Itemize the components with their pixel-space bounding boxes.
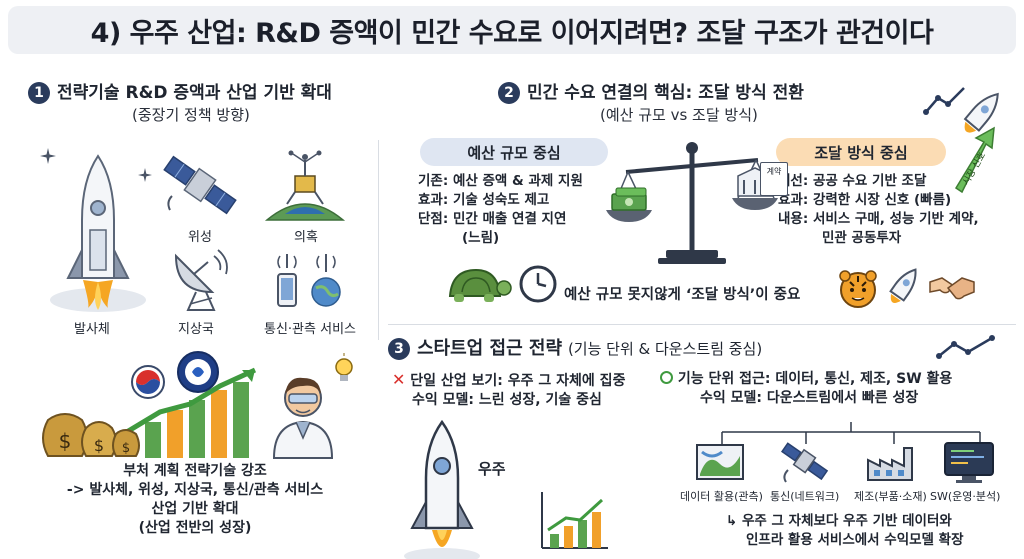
svg-text:$: $ bbox=[122, 441, 130, 456]
exploration-label: 의혹 bbox=[294, 230, 318, 245]
single-industry-line: 단일 산업 보기: 우주 그 자체에 집중 bbox=[410, 373, 626, 389]
fast-growth-line: 수익 모델: 다운스트림에서 빠른 성장 bbox=[700, 390, 919, 406]
rocket-icon bbox=[50, 154, 146, 312]
budget-description: 기존: 예산 증액 & 과제 지원 효과: 기술 성숙도 제고 단점: 민간 매… bbox=[418, 172, 583, 248]
scientist-icon bbox=[272, 377, 334, 459]
procurement-line-1: 개선: 공공 수요 기반 조달 bbox=[778, 173, 927, 189]
factory-icon bbox=[867, 447, 913, 481]
section1-number: 1 bbox=[28, 82, 50, 104]
satellite-label: 위성 bbox=[188, 230, 212, 245]
section1-summary: 부처 계획 전략기술 강조 -> 발사체, 위성, 지상국, 통신/관측 서비스… bbox=[30, 462, 360, 538]
data-usage-label: 데이터 활용(관측) bbox=[680, 490, 763, 503]
growth-chart-icon: $ $ $ bbox=[42, 367, 257, 458]
section2-number: 2 bbox=[498, 82, 520, 104]
page-title: 4) 우주 산업: R&D 증액이 민간 수요로 이어지려면? 조달 구조가 관… bbox=[90, 17, 934, 49]
map-data-icon bbox=[696, 444, 744, 480]
summary-line-1: 부처 계획 전략기술 강조 bbox=[123, 463, 267, 479]
software-label: SW(운영·분석) bbox=[930, 490, 1001, 503]
space-rocket-icon bbox=[404, 419, 480, 559]
clock-icon bbox=[519, 265, 557, 303]
vertical-divider bbox=[378, 140, 379, 340]
satellite-icon bbox=[163, 155, 237, 215]
lightbulb-icon bbox=[335, 353, 353, 381]
section3-title: 3 스타트업 접근 전략 (기능 단위 & 다운스트림 중심) bbox=[388, 334, 762, 360]
market-signal-arrow-icon: 시장 신호 bbox=[954, 126, 995, 194]
trend-line-icon bbox=[936, 335, 995, 359]
ground-station-label: 지상국 bbox=[178, 322, 214, 337]
section3-conclusion: ↳ 우주 그 자체보다 우주 기반 데이터와 인프라 활용 서비스에서 수익모델… bbox=[726, 512, 964, 550]
horizontal-divider bbox=[388, 324, 1016, 325]
comm-service-label: 통신·관측 서비스 bbox=[264, 322, 356, 337]
section3-number: 3 bbox=[388, 338, 410, 360]
summary-line-4: (산업 전반의 성장) bbox=[138, 520, 252, 536]
section1-title-text: 전략기술 R&D 증액과 산업 기반 확대 bbox=[57, 83, 332, 103]
network-label: 통신(네트워크) bbox=[770, 490, 840, 503]
network-satellite-icon bbox=[781, 442, 829, 483]
conclusion-line-2: 인프라 활용 서비스에서 수익모델 확장 bbox=[746, 532, 964, 548]
x-mark-icon: ✕ bbox=[392, 370, 406, 389]
budget-line-4: (느림) bbox=[462, 230, 500, 246]
rocket-launch-icon bbox=[889, 268, 917, 303]
emblem-icon bbox=[131, 365, 165, 399]
growth-line-icon bbox=[923, 87, 965, 115]
rocket-small-icon bbox=[963, 92, 999, 133]
circle-mark-icon bbox=[660, 371, 673, 384]
budget-line-3: 단점: 민간 매출 연결 지연 bbox=[418, 211, 567, 227]
contract-label: 계약 bbox=[766, 167, 782, 176]
turtle-icon bbox=[448, 268, 512, 302]
summary-line-3: 산업 기반 확대 bbox=[151, 501, 239, 517]
lander-icon bbox=[264, 150, 346, 221]
title-bar: 4) 우주 산업: R&D 증액이 민간 수요로 이어지려면? 조달 구조가 관… bbox=[8, 6, 1016, 54]
section3-title-text: 스타트업 접근 전략 bbox=[417, 338, 563, 359]
manufacturing-label: 제조(부품·소재) bbox=[854, 490, 927, 503]
small-bar-chart-icon bbox=[541, 492, 608, 549]
section2-title: 2 민간 수요 연결의 핵심: 조달 방식 전환 bbox=[498, 78, 804, 104]
section2-title-text: 민간 수요 연결의 핵심: 조달 방식 전환 bbox=[527, 83, 804, 103]
budget-scale-pill: 예산 규모 중심 bbox=[420, 138, 608, 166]
procurement-description: 개선: 공공 수요 기반 조달 효과: 강력한 시장 신호 (빠름) 내용: 서… bbox=[778, 172, 979, 248]
procurement-pill: 조달 방식 중심 bbox=[776, 138, 946, 166]
launch-vehicle-label: 발사체 bbox=[74, 322, 110, 337]
satellite-dish-icon bbox=[174, 249, 228, 311]
functional-approach-line: 기능 단위 접근: 데이터, 통신, 제조, SW 활용 bbox=[677, 371, 953, 387]
summary-line-2: -> 발사체, 위성, 지상국, 통신/관측 서비스 bbox=[66, 482, 324, 498]
slow-growth-line: 수익 모델: 느린 성장, 기술 중심 bbox=[412, 392, 602, 408]
communication-icon bbox=[277, 254, 341, 307]
sparkle-icon bbox=[138, 168, 152, 182]
contract-document: 계약 bbox=[760, 162, 788, 196]
section3-subtitle: (기능 단위 & 다운스트림 중심) bbox=[567, 340, 763, 358]
procurement-line-4: 민관 공동투자 bbox=[822, 230, 902, 246]
section1-title: 1 전략기술 R&D 증액과 산업 기반 확대 bbox=[28, 78, 332, 104]
svg-text:$: $ bbox=[94, 436, 104, 455]
procurement-line-3: 내용: 서비스 구매, 성능 기반 계약, bbox=[778, 211, 979, 227]
svg-text:$: $ bbox=[59, 429, 72, 453]
software-icon bbox=[944, 442, 994, 483]
budget-line-1: 기존: 예산 증액 & 과제 지원 bbox=[418, 173, 583, 189]
tiger-icon bbox=[839, 270, 877, 308]
conclusion-line-1: ↳ 우주 그 자체보다 우주 기반 데이터와 bbox=[726, 513, 952, 529]
section1-subtitle: (중장기 정책 방향) bbox=[132, 106, 250, 124]
space-label: 우주 bbox=[478, 460, 506, 478]
section2-conclusion: 예산 규모 못지않게 ‘조달 방식’이 중요 bbox=[564, 287, 801, 303]
handshake-icon bbox=[929, 277, 975, 300]
procurement-line-2: 효과: 강력한 시장 신호 (빠름) bbox=[778, 192, 952, 208]
single-industry-view: ✕ 단일 산업 보기: 우주 그 자체에 집중 수익 모델: 느린 성장, 기술… bbox=[392, 370, 625, 410]
budget-line-2: 효과: 기술 성숙도 제고 bbox=[418, 192, 550, 208]
functional-approach: 기능 단위 접근: 데이터, 통신, 제조, SW 활용 수익 모델: 다운스트… bbox=[660, 370, 952, 408]
section2-subtitle: (예산 규모 vs 조달 방식) bbox=[600, 106, 758, 124]
ministry-logo-icon bbox=[177, 351, 219, 393]
sparkle-icon bbox=[40, 148, 56, 164]
balance-scale-icon bbox=[606, 142, 778, 264]
